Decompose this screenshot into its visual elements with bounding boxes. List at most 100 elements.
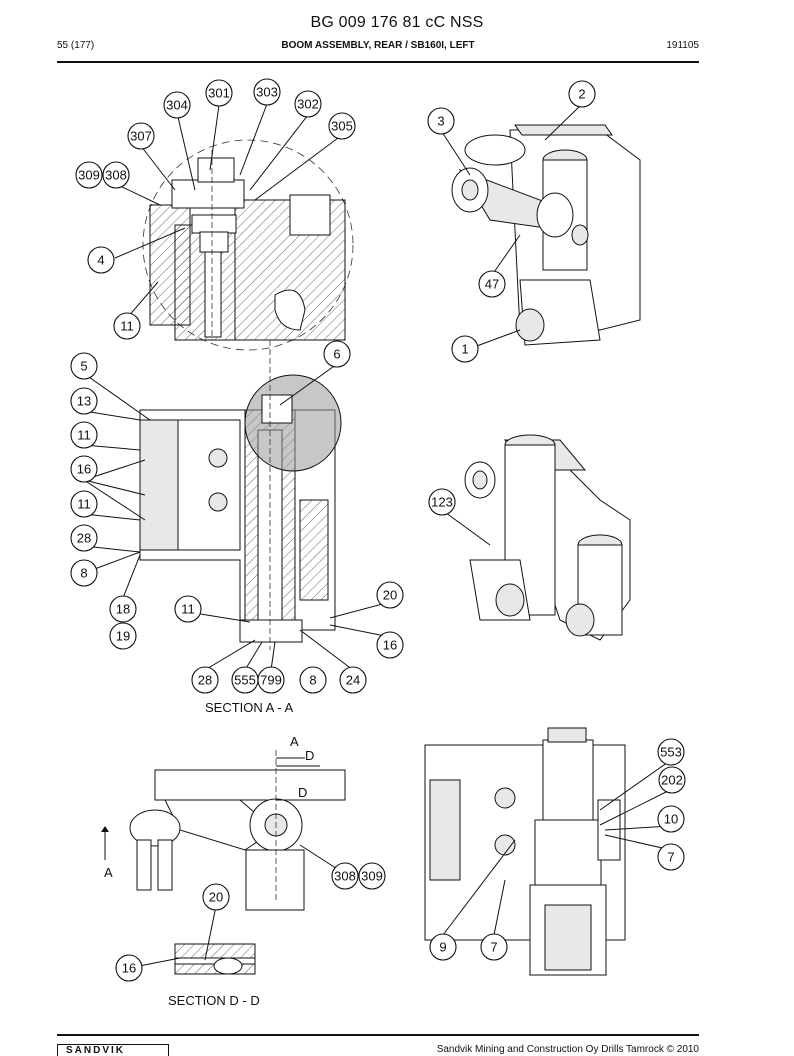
- svg-text:28: 28: [198, 673, 212, 688]
- callout-47: 47: [478, 270, 506, 298]
- svg-text:4: 4: [97, 253, 104, 268]
- iso-view-top: [451, 124, 641, 346]
- svg-text:11: 11: [77, 428, 91, 443]
- section-aa-label: SECTION A - A: [205, 700, 293, 715]
- svg-text:307: 307: [130, 129, 152, 144]
- section-title: BOOM ASSEMBLY, REAR / SB160I, LEFT: [281, 40, 475, 51]
- svg-text:18: 18: [116, 602, 130, 617]
- svg-text:47: 47: [485, 277, 499, 292]
- callout-309-top: 309: [75, 161, 103, 189]
- svg-text:20: 20: [383, 588, 397, 603]
- svg-text:10: 10: [664, 812, 678, 827]
- svg-text:303: 303: [256, 85, 278, 100]
- svg-text:24: 24: [346, 673, 360, 688]
- callout-28-b: 28: [191, 666, 219, 694]
- svg-text:309: 309: [361, 869, 383, 884]
- svg-text:6: 6: [333, 347, 340, 362]
- callout-11-detail: 11: [113, 312, 141, 340]
- callout-301: 301: [205, 79, 233, 107]
- svg-text:3: 3: [437, 114, 444, 129]
- footer-copyright: Sandvik Mining and Construction Oy Drill…: [436, 1044, 699, 1055]
- callout-10: 10: [657, 805, 685, 833]
- callout-309-bottom: 309: [358, 862, 386, 890]
- svg-text:799: 799: [260, 673, 282, 688]
- callout-20-b: 20: [202, 883, 230, 911]
- footer-rule: [57, 1034, 699, 1036]
- callout-19: 19: [109, 622, 137, 650]
- callout-799: 799: [257, 666, 285, 694]
- section-aa-view: [139, 340, 342, 650]
- sandvik-logo: SANDVIK: [57, 1044, 169, 1056]
- svg-text:305: 305: [331, 119, 353, 134]
- callout-6: 6: [323, 340, 351, 368]
- svg-text:16: 16: [77, 462, 91, 477]
- callout-20-a: 20: [376, 581, 404, 609]
- svg-text:2: 2: [578, 87, 585, 102]
- callout-16-c: 16: [115, 954, 143, 982]
- page-number: 55 (177): [57, 40, 95, 51]
- callout-9: 9: [429, 933, 457, 961]
- svg-text:19: 19: [116, 629, 130, 644]
- callout-555: 555: [231, 666, 259, 694]
- callout-7-bottom: 7: [480, 933, 508, 961]
- callout-303: 303: [253, 78, 281, 106]
- callout-123: 123: [428, 488, 456, 516]
- callout-302: 302: [294, 90, 322, 118]
- callout-308-bottom: 308: [331, 862, 359, 890]
- detail-view: [142, 139, 354, 351]
- svg-text:553: 553: [660, 745, 682, 760]
- svg-text:1: 1: [461, 342, 468, 357]
- callout-304: 304: [163, 91, 191, 119]
- callout-28-a: 28: [70, 524, 98, 552]
- svg-text:13: 13: [77, 394, 91, 409]
- svg-text:9: 9: [439, 940, 446, 955]
- section-dd-label: SECTION D - D: [168, 993, 260, 1008]
- callout-18: 18: [109, 595, 137, 623]
- svg-text:123: 123: [431, 495, 453, 510]
- section-arrow-d-mid: D: [298, 785, 307, 800]
- front-view: [424, 727, 626, 976]
- svg-text:302: 302: [297, 97, 319, 112]
- callout-11-c: 11: [174, 595, 202, 623]
- callout-16-a: 16: [70, 455, 98, 483]
- plan-view: [101, 750, 346, 911]
- callout-1: 1: [451, 335, 479, 363]
- section-dd-view: [174, 943, 256, 975]
- svg-text:308: 308: [334, 869, 356, 884]
- header-row: 55 (177) BOOM ASSEMBLY, REAR / SB160I, L…: [57, 40, 699, 56]
- svg-text:309: 309: [78, 168, 100, 183]
- document-title: BG 009 176 81 cC NSS: [310, 14, 484, 31]
- iso-view-middle: [464, 434, 631, 641]
- svg-text:16: 16: [122, 961, 136, 976]
- svg-text:20: 20: [209, 890, 223, 905]
- header-rule: [57, 61, 699, 63]
- svg-text:308: 308: [105, 168, 127, 183]
- svg-text:7: 7: [490, 940, 497, 955]
- svg-text:304: 304: [166, 98, 188, 113]
- document-code: 191105: [666, 40, 699, 51]
- callout-16-b: 16: [376, 631, 404, 659]
- callout-3: 3: [427, 107, 455, 135]
- callout-307: 307: [127, 122, 155, 150]
- callout-4: 4: [87, 246, 115, 274]
- callout-2: 2: [568, 80, 596, 108]
- callout-11-b: 11: [70, 490, 98, 518]
- callout-8-b: 8: [299, 666, 327, 694]
- callout-553: 553: [657, 738, 685, 766]
- svg-text:7: 7: [667, 850, 674, 865]
- svg-text:555: 555: [234, 673, 256, 688]
- callout-5: 5: [70, 352, 98, 380]
- callout-7-right: 7: [657, 843, 685, 871]
- svg-text:11: 11: [77, 497, 91, 512]
- svg-text:8: 8: [80, 566, 87, 581]
- section-arrow-a-top: A: [290, 734, 299, 749]
- callout-13: 13: [70, 387, 98, 415]
- svg-text:5: 5: [80, 359, 87, 374]
- section-arrow-d-top: D: [305, 748, 314, 763]
- callout-308-top: 308: [102, 161, 130, 189]
- callout-8-a: 8: [70, 559, 98, 587]
- svg-text:16: 16: [383, 638, 397, 653]
- callout-11-a: 11: [70, 421, 98, 449]
- callout-24: 24: [339, 666, 367, 694]
